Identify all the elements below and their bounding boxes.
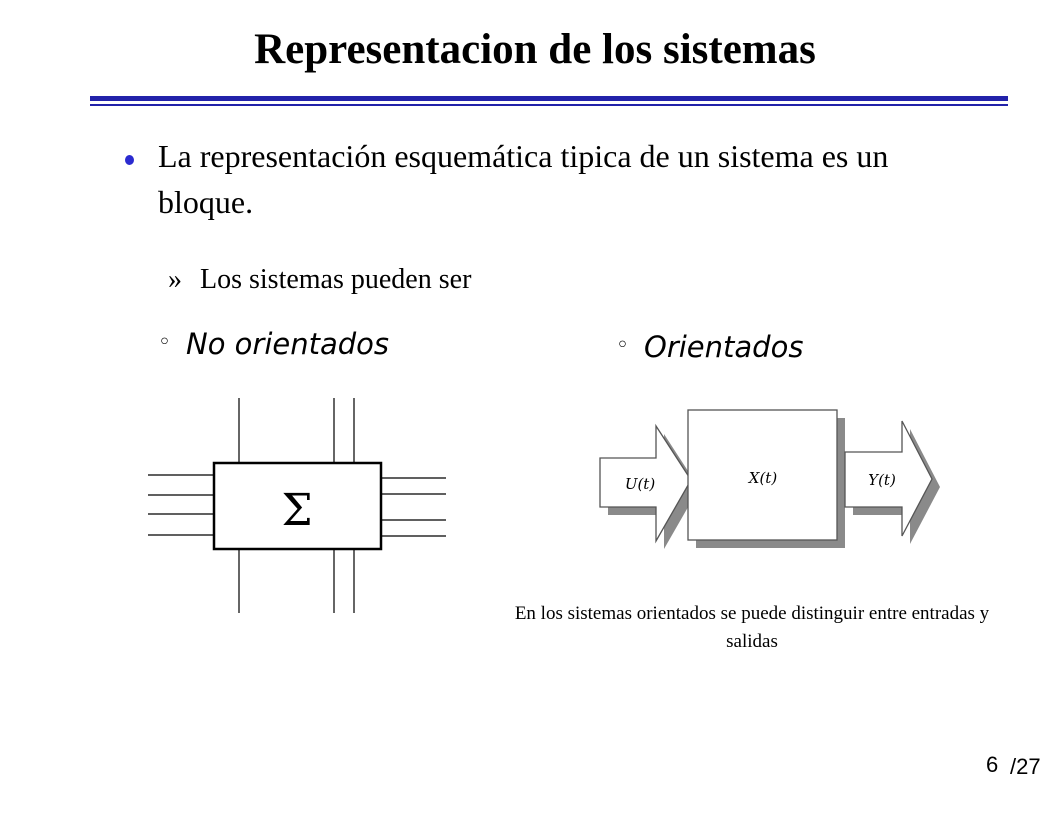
bullet-dot-icon bbox=[125, 155, 134, 165]
page-total: /27 bbox=[1010, 754, 1041, 779]
sub-bullet-marker: » bbox=[168, 264, 182, 295]
main-bullet-text: La representación esquemática tipica de … bbox=[158, 138, 889, 220]
output-label: Y(t) bbox=[868, 471, 896, 489]
oriented-diagram bbox=[599, 409, 940, 549]
state-block bbox=[687, 409, 838, 541]
input-arrow bbox=[599, 423, 692, 544]
non-oriented-diagram bbox=[148, 398, 446, 613]
sigma-symbol: Σ bbox=[281, 485, 312, 536]
option-no-orientados: No orientados bbox=[186, 327, 389, 361]
option-orientados: Orientados bbox=[644, 330, 804, 364]
output-arrow bbox=[844, 420, 933, 537]
input-label: U(t) bbox=[625, 475, 656, 493]
diagram-caption: En los sistemas orientados se puede dist… bbox=[514, 603, 990, 652]
ring-bullet-icon: ◦ bbox=[616, 333, 629, 358]
title-rule-thin bbox=[90, 104, 1008, 106]
state-label: X(t) bbox=[748, 469, 778, 487]
ring-bullet-icon: ◦ bbox=[158, 330, 171, 355]
title-rule-thick bbox=[90, 96, 1008, 101]
page-number: 6 bbox=[986, 752, 999, 777]
system-block bbox=[212, 461, 383, 551]
sub-bullet-text: Los sistemas pueden ser bbox=[200, 264, 472, 295]
slide-title: Representacion de los sistemas bbox=[254, 26, 816, 73]
